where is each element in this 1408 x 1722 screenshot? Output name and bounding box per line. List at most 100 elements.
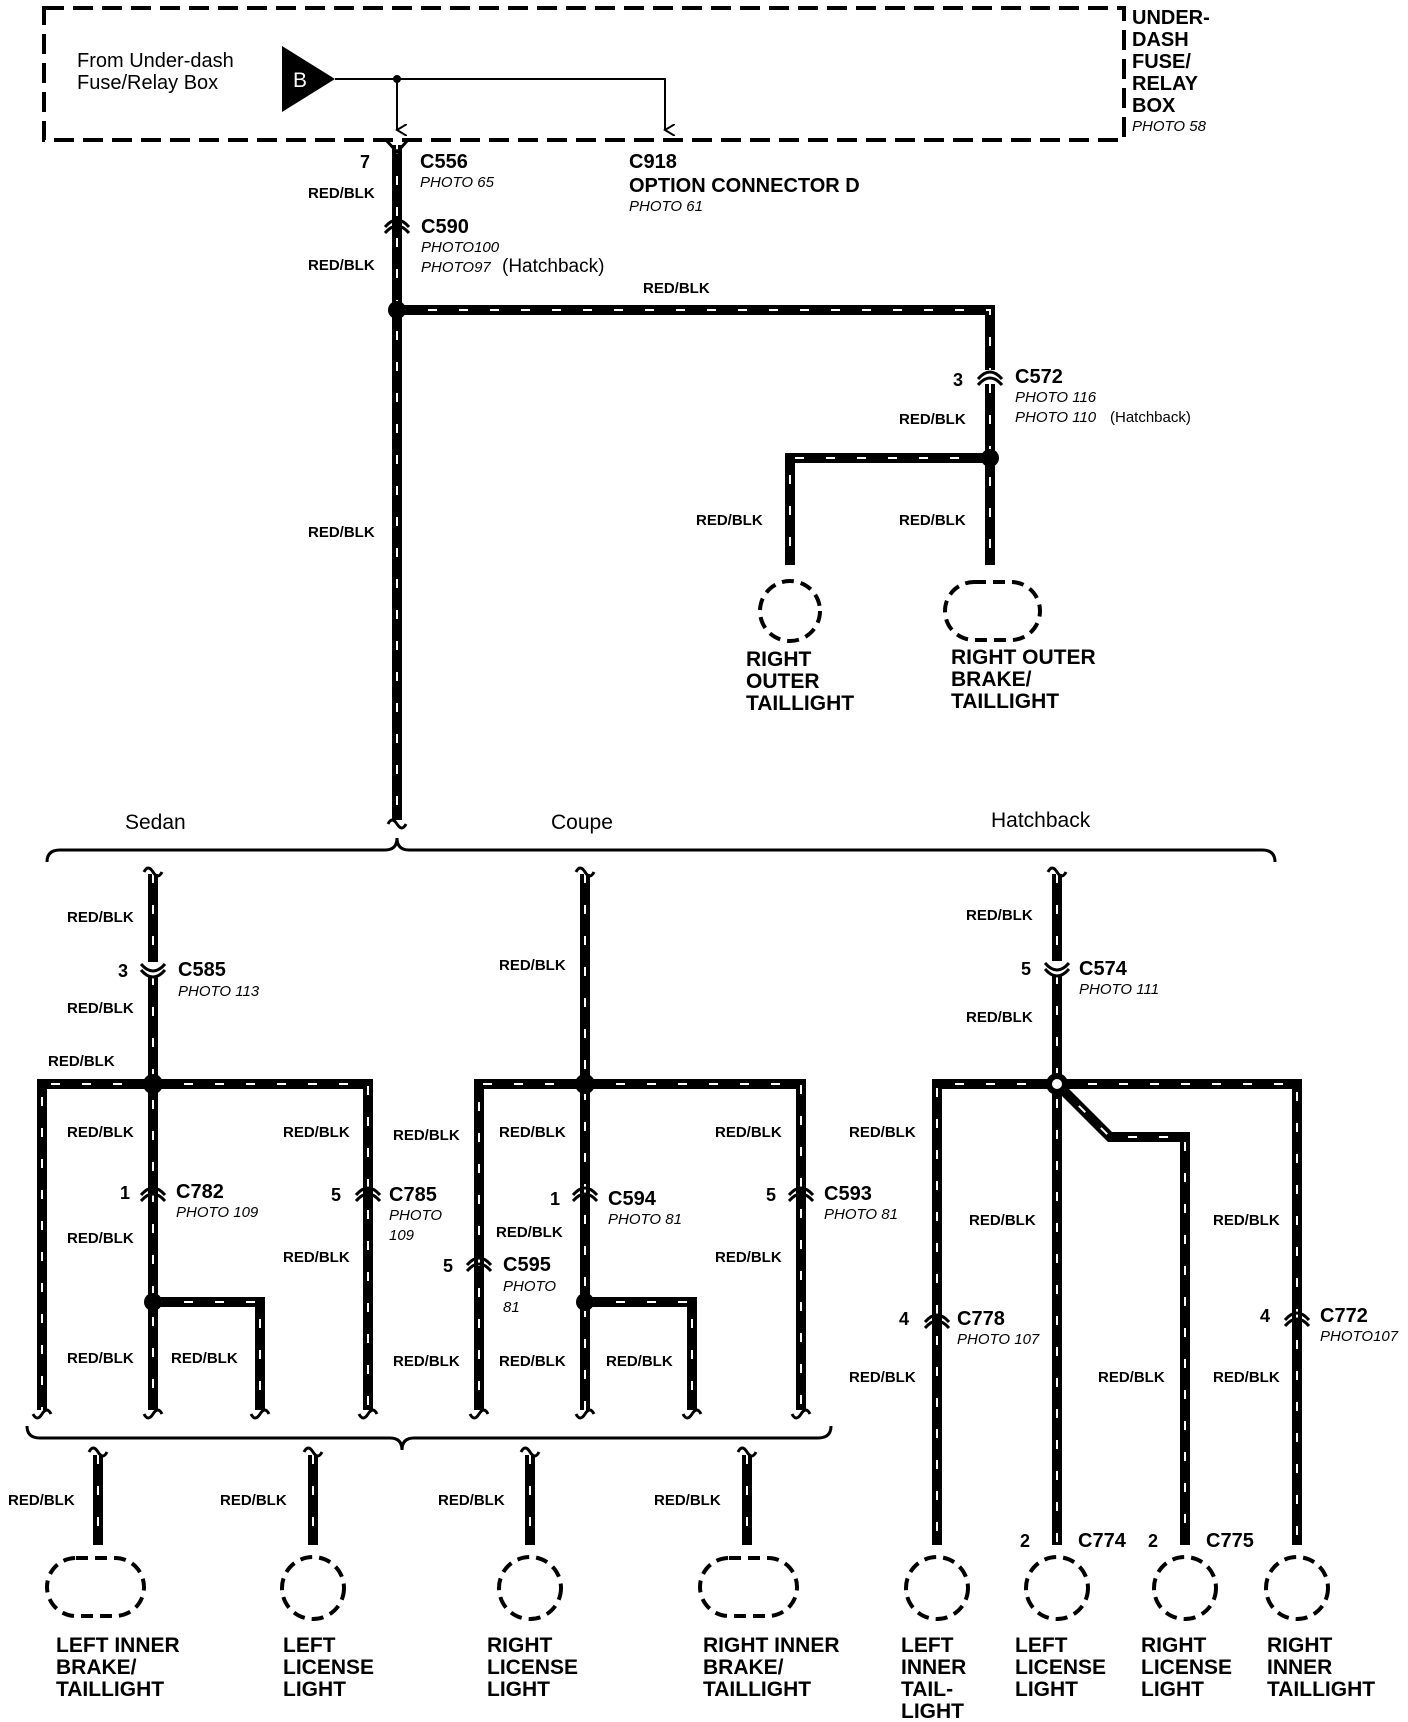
- c778-pin: 4: [899, 1309, 909, 1329]
- c572-symbol: [976, 370, 1004, 387]
- c574-pin: 5: [1021, 959, 1031, 979]
- fuse-box-name-5: BOX: [1132, 95, 1176, 117]
- hb-left-license-1: LEFT: [1015, 1634, 1068, 1657]
- lamp-hatch-right-license: [1152, 1555, 1218, 1621]
- lamp-left-inner-tail: [904, 1555, 970, 1621]
- wire-label: RED/BLK: [899, 512, 966, 529]
- c556-pin: 7: [360, 152, 370, 172]
- c594-name: C594: [608, 1188, 657, 1210]
- left-inner-tail-1: LEFT: [901, 1634, 954, 1657]
- wire-label: RED/BLK: [393, 1127, 460, 1144]
- lamp-left-inner-brake: [45, 1556, 146, 1618]
- c918-desc: OPTION CONNECTOR D: [629, 175, 860, 197]
- c595-pin: 5: [443, 1256, 453, 1276]
- right-inner-taillight-3: TAILLIGHT: [1267, 1678, 1375, 1701]
- right-outer-taillight-3: TAILLIGHT: [746, 692, 854, 715]
- wire-label: RED/BLK: [715, 1124, 782, 1141]
- lamp-right-outer-brake: [943, 580, 1042, 642]
- c572-name: C572: [1015, 366, 1063, 388]
- c778-photo: PHOTO 107: [957, 1331, 1040, 1348]
- left-inner-tail-3: TAIL-: [901, 1678, 953, 1701]
- c574-name: C574: [1079, 958, 1128, 980]
- c594-symbol: [571, 1186, 599, 1203]
- wire-label: RED/BLK: [48, 1053, 115, 1070]
- right-outer-taillight-1: RIGHT: [746, 648, 812, 671]
- right-inner-taillight-2: INNER: [1267, 1656, 1332, 1679]
- lamp-hatch-left-license: [1024, 1555, 1090, 1621]
- wire-label: RED/BLK: [969, 1212, 1036, 1229]
- fuse-box-photo: PHOTO 58: [1132, 118, 1207, 135]
- c556-symbol: [384, 138, 410, 155]
- wire-label: RED/BLK: [849, 1124, 916, 1141]
- variant-coupe: Coupe: [551, 811, 613, 834]
- c585-name: C585: [178, 959, 226, 981]
- c593-symbol: [787, 1186, 815, 1203]
- c785-name: C785: [389, 1184, 437, 1206]
- c594-pin: 1: [550, 1189, 560, 1209]
- right-inner-taillight-1: RIGHT: [1267, 1634, 1333, 1657]
- wire-label: RED/BLK: [696, 512, 763, 529]
- left-inner-brake-1: LEFT INNER: [56, 1634, 180, 1657]
- wire-label: RED/BLK: [283, 1124, 350, 1141]
- wire-label: RED/BLK: [308, 185, 375, 202]
- c595-photo-num: 81: [503, 1299, 520, 1316]
- fuse-box-outline: [42, 6, 1126, 142]
- right-license-1: RIGHT: [487, 1634, 553, 1657]
- fuse-box-title: UNDER- DASH FUSE/ RELAY BOX PHOTO 58: [1132, 7, 1210, 135]
- right-outer-brake-1: RIGHT OUTER: [951, 646, 1096, 669]
- source-label-1: From Under-dash: [77, 50, 234, 72]
- terminal-b-symbol: [282, 46, 335, 112]
- left-inner-tail-2: INNER: [901, 1656, 966, 1679]
- hb-right-license-3: LIGHT: [1141, 1678, 1204, 1701]
- wire-label: RED/BLK: [654, 1492, 721, 1509]
- connector-labels: 7 C556 PHOTO 65 C918 OPTION CONNECTOR D …: [118, 151, 1399, 1552]
- fuse-box-name-2: DASH: [1132, 29, 1189, 51]
- break-sedan-top: [142, 866, 164, 878]
- c785-pin: 5: [331, 1185, 341, 1205]
- wire-label: RED/BLK: [308, 524, 375, 541]
- hb-left-license-2: LICENSE: [1015, 1656, 1106, 1679]
- wire-break-marks: [31, 818, 1068, 1458]
- left-inner-tail-4: LIGHT: [901, 1700, 964, 1722]
- wire-label: RED/BLK: [899, 411, 966, 428]
- lower-brace: [25, 1425, 833, 1451]
- splice-coupe-bottom: [576, 1293, 594, 1311]
- c595-name: C595: [503, 1254, 551, 1276]
- right-inner-brake-2: BRAKE/: [703, 1656, 784, 1679]
- c772-symbol: [1283, 1311, 1311, 1328]
- wire-label: RED/BLK: [643, 280, 710, 297]
- upper-brace: [45, 837, 1277, 863]
- c778-name: C778: [957, 1308, 1005, 1330]
- wire-label: RED/BLK: [393, 1353, 460, 1370]
- c572-note: (Hatchback): [1110, 409, 1191, 426]
- terminal-b-label: B: [293, 69, 307, 92]
- c918-name: C918: [629, 151, 677, 173]
- wire-label: RED/BLK: [8, 1492, 75, 1509]
- c782-pin: 1: [120, 1183, 130, 1203]
- right-outer-brake-2: BRAKE/: [951, 668, 1032, 691]
- lamp-right-outer-taillight: [758, 579, 822, 643]
- hatch-right-inner: [1057, 1079, 1302, 1545]
- right-outer-brake-3: TAILLIGHT: [951, 690, 1059, 713]
- source-label-2: Fuse/Relay Box: [77, 72, 218, 94]
- break-coupe-top: [574, 866, 596, 878]
- c572-photo1: PHOTO 116: [1015, 389, 1097, 406]
- c593-pin: 5: [766, 1185, 776, 1205]
- c772-name: C772: [1320, 1305, 1368, 1327]
- wire-label: RED/BLK: [966, 907, 1033, 924]
- c590-photo2: PHOTO97: [421, 259, 491, 276]
- hb-right-license-1: RIGHT: [1141, 1634, 1207, 1657]
- thin-splice: [393, 75, 401, 83]
- c590-symbol: [383, 218, 411, 235]
- c593-photo: PHOTO 81: [824, 1206, 898, 1223]
- splice-sedan-bottom: [144, 1293, 162, 1311]
- splice-coupe-top: [575, 1074, 595, 1094]
- c778-symbol: [923, 1313, 951, 1330]
- wire-label: RED/BLK: [496, 1224, 563, 1241]
- wire-label: RED/BLK: [67, 909, 134, 926]
- c590-name: C590: [421, 216, 469, 238]
- c556-name: C556: [420, 151, 468, 173]
- left-license-3: LIGHT: [283, 1678, 346, 1701]
- right-inner-brake-1: RIGHT INNER: [703, 1634, 840, 1657]
